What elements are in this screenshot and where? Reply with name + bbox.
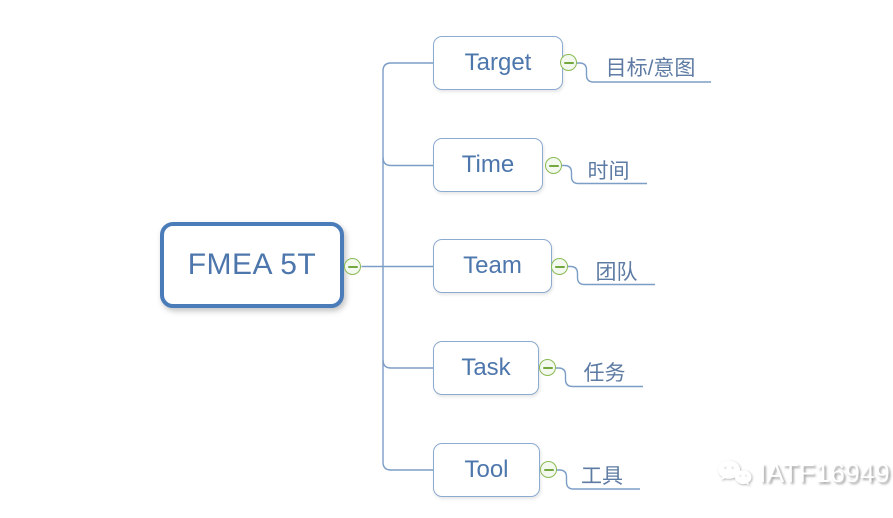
node-target[interactable]: Target (433, 36, 563, 90)
collapse-toggle-task[interactable] (539, 359, 556, 376)
collapse-toggle-target[interactable] (560, 54, 577, 71)
root-collapse-toggle[interactable] (344, 258, 361, 275)
sub-label-task[interactable]: 任务 (583, 362, 626, 385)
connector-trunk (382, 62, 433, 471)
minus-icon (347, 265, 358, 268)
node-time[interactable]: Time (433, 138, 543, 192)
watermark: IATF16949 (716, 458, 890, 489)
connector-trunk-task (382, 359, 433, 369)
node-team[interactable]: Team (433, 239, 552, 293)
sub-label-team[interactable]: 团队 (595, 261, 638, 284)
node-tool[interactable]: Tool (433, 443, 540, 497)
connector-trunk-time (382, 157, 433, 167)
minus-icon (563, 61, 574, 64)
root-node-fmea-5t[interactable]: FMEA 5T (160, 222, 344, 308)
minus-icon (543, 468, 554, 471)
sub-label-tool[interactable]: 工具 (581, 465, 623, 488)
minus-icon (548, 164, 559, 167)
watermark-text: IATF16949 (759, 458, 891, 488)
minus-icon (542, 366, 553, 369)
minus-icon (554, 265, 565, 268)
collapse-toggle-tool[interactable] (540, 461, 557, 478)
wechat-icon (718, 460, 752, 486)
sub-label-target[interactable]: 目标/意图 (605, 57, 696, 80)
collapse-toggle-time[interactable] (545, 157, 562, 174)
collapse-toggle-team[interactable] (551, 258, 568, 275)
node-task[interactable]: Task (433, 341, 539, 395)
sub-label-time[interactable]: 时间 (587, 160, 630, 183)
